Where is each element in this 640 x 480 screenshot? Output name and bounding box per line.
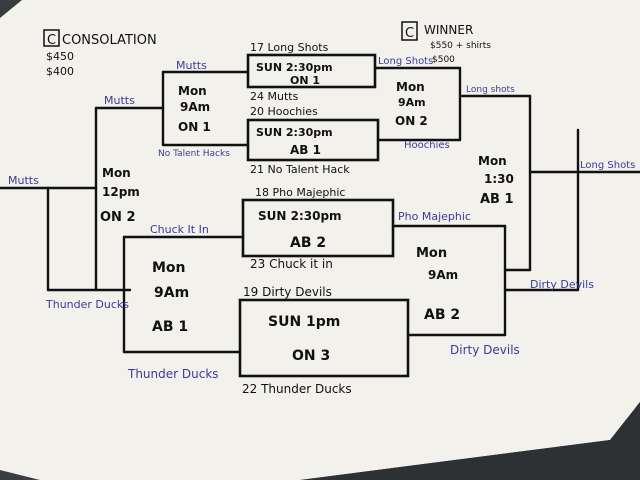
slot-top-left-time: 9Am — [180, 100, 210, 114]
seed-24: 24 Mutts — [250, 90, 299, 103]
header-right-prize-2: $500 — [432, 55, 455, 65]
header-left-prize-1: $450 — [46, 50, 74, 63]
bracket-lines — [0, 66, 640, 354]
box-1-time: SUN 2:30pm — [256, 61, 333, 74]
winner-dirty-devils-bottom: Dirty Devils — [450, 343, 520, 357]
seed-22: 22 Thunder Ducks — [242, 382, 352, 396]
seed-23: 23 Chuck it in — [250, 257, 333, 271]
winner-hoochies: Hoochies — [404, 140, 450, 151]
slot-left-final-day: Mon — [102, 166, 131, 180]
slot-left-final-court: ON 2 — [100, 210, 136, 225]
box-1-court: ON 1 — [290, 74, 320, 87]
slot-bottom-right-day: Mon — [416, 246, 447, 261]
slot-right-final-time: 1:30 — [484, 172, 514, 186]
box-2-time: SUN 2:30pm — [256, 126, 333, 139]
slot-bottom-right-time: 9Am — [428, 268, 458, 282]
slot-top-right-court: ON 2 — [395, 114, 428, 128]
winner-mutts-top: Mutts — [176, 59, 207, 72]
paper-shadow — [300, 402, 640, 480]
winner-thunder-ducks-bottom: Thunder Ducks — [127, 367, 219, 381]
seed-21: 21 No Talent Hack — [250, 163, 350, 176]
box-3-time: SUN 2:30pm — [258, 209, 342, 223]
winner-long-shots-top: Long Shots — [378, 56, 433, 67]
slot-top-left-day: Mon — [178, 84, 207, 98]
match-box-3 — [241, 198, 395, 258]
seed-17: 17 Long Shots — [250, 41, 329, 54]
winner-mutts-semi: Mutts — [104, 94, 135, 107]
winner-chuck-it-in: Chuck It In — [150, 223, 209, 236]
slot-bottom-right-court: AB 2 — [424, 307, 460, 323]
letter-left: C — [47, 33, 56, 48]
seed-18: 18 Pho Majephic — [255, 186, 345, 199]
match-box-4 — [238, 298, 410, 378]
box-2-court: AB 1 — [290, 143, 321, 157]
header-right-prize-1: $550 + shirts — [430, 41, 491, 51]
slot-bottom-left-day: Mon — [152, 260, 186, 276]
letter-box-right — [401, 21, 418, 41]
slot-bottom-left-court: AB 1 — [152, 319, 188, 335]
match-box-1 — [246, 53, 377, 89]
slot-top-right-time: 9Am — [398, 96, 426, 109]
letter-right: C — [405, 26, 414, 41]
slot-bottom-left-time: 9Am — [154, 285, 189, 301]
winner-long-shots-final: Long Shots — [580, 160, 635, 171]
box-4-time: SUN 1pm — [268, 314, 340, 330]
slot-right-final-day: Mon — [478, 154, 507, 168]
seed-20: 20 Hoochies — [250, 105, 318, 118]
box-4-court: ON 3 — [292, 348, 330, 364]
slot-right-final-court: AB 1 — [480, 192, 514, 207]
header-left-prize-2: $400 — [46, 65, 74, 78]
header-left-title: CONSOLATION — [62, 33, 157, 48]
winner-dirty-devils-semi: Dirty Devils — [530, 278, 594, 291]
winner-thunder-ducks-semi: Thunder Ducks — [45, 298, 129, 311]
winner-no-talent-hacks: No Talent Hacks — [158, 149, 230, 159]
box-3-court: AB 2 — [290, 235, 326, 251]
header-right-title: WINNER — [424, 23, 473, 37]
seed-19: 19 Dirty Devils — [243, 285, 332, 299]
winner-pho-majephic: Pho Majephic — [398, 210, 471, 223]
match-box-2 — [246, 118, 380, 162]
winner-long-shots-semi: Long shots — [466, 85, 515, 95]
slot-top-left-court: ON 1 — [178, 120, 211, 134]
letter-box-left — [43, 29, 60, 47]
slot-top-right-day: Mon — [396, 80, 425, 94]
slot-left-final-time: 12pm — [102, 185, 140, 199]
winner-mutts-final: Mutts — [8, 174, 39, 187]
